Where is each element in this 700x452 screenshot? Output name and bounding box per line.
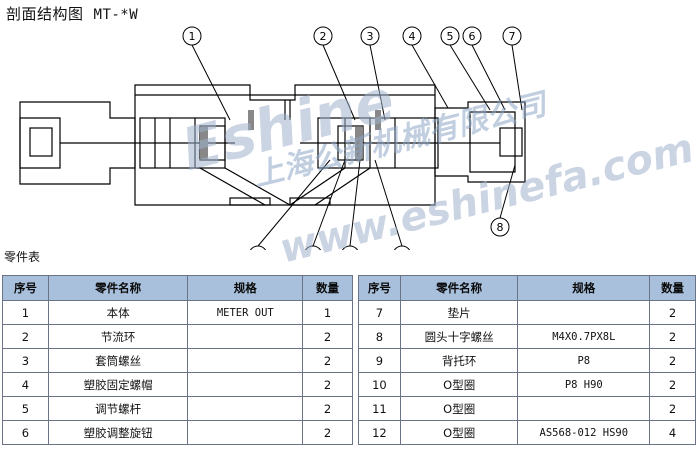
cell-name: 本体 [47,300,189,325]
callout-12: 12 [251,249,265,250]
header-no: 序号 [2,275,49,301]
cell-no: 8 [358,324,401,349]
cell-qty: 4 [649,420,696,445]
cell-qty: 2 [302,348,353,373]
parts-table-label: 零件表 [4,250,41,264]
cell-name: O型圈 [399,420,519,445]
cell-spec [187,324,304,349]
cell-no: 10 [358,372,401,397]
right-knob [469,111,516,173]
table-header-row: 序号 零件名称 规格 数量 [2,275,353,301]
cell-spec [187,372,304,397]
cell-qty: 1 [302,300,353,325]
cell-spec [517,396,651,421]
right-housing [434,101,526,183]
cell-qty: 2 [302,420,353,445]
cell-qty: 2 [302,372,353,397]
callout-3: 3 [367,30,374,43]
cell-no: 2 [2,324,49,349]
cell-no: 5 [2,396,49,421]
cell-qty: 2 [649,348,696,373]
cell-name: O型圈 [399,372,519,397]
callout-4: 4 [409,30,416,43]
cell-name: 圆头十字螺丝 [399,324,519,349]
callout-7: 7 [509,30,516,43]
left-knob [19,117,61,169]
flow-passage [199,167,371,206]
cell-no: 12 [358,420,401,445]
cell-no: 3 [2,348,49,373]
cell-qty: 2 [649,324,696,349]
cell-qty: 2 [649,372,696,397]
model-code: MT-*W [93,7,139,23]
cell-no: 4 [2,372,49,397]
cell-name: O型圈 [399,396,519,421]
callout-bubbles [182,26,522,250]
header-no: 序号 [358,275,401,301]
callout-10: 10 [343,249,357,250]
cell-spec [187,348,304,373]
left-housing [19,101,136,185]
page-title: 剖面结构图 MT-*W [6,3,138,24]
header-name: 零件名称 [47,275,189,301]
cell-spec [187,420,304,445]
header-name: 零件名称 [399,275,519,301]
table-header-row: 序号 零件名称 规格 数量 [358,275,696,301]
cell-qty: 2 [649,396,696,421]
header-spec: 规格 [187,275,304,301]
cell-no: 11 [358,396,401,421]
cell-qty: 2 [302,324,353,349]
cell-name: 塑胶调整旋钮 [47,420,189,445]
cell-name: 套筒螺丝 [47,348,189,373]
cell-qty: 2 [302,396,353,421]
cell-name: 节流环 [47,324,189,349]
callout-1: 1 [189,30,196,43]
cell-spec: METER OUT [187,300,304,325]
cell-name: 调节螺杆 [47,396,189,421]
cell-spec: AS568-012 HS90 [517,420,651,445]
callout-5: 5 [447,30,454,43]
callout-8: 8 [497,221,504,234]
cell-spec [517,300,651,325]
header-spec: 规格 [517,275,651,301]
cell-name: 塑胶固定螺帽 [47,372,189,397]
cell-no: 7 [358,300,401,325]
cell-no: 6 [2,420,49,445]
cell-spec: P8 H90 [517,372,651,397]
cell-spec [187,396,304,421]
section-drawing: 1 2 3 4 5 6 7 8 9 10 11 12 [19,26,526,250]
title-text: 剖面结构图 [6,5,84,23]
callout-11: 11 [306,249,320,250]
cell-name: 背托环 [399,348,519,373]
callout-6: 6 [469,30,476,43]
cell-qty: 2 [649,300,696,325]
header-qty: 数量 [302,275,353,301]
cell-no: 1 [2,300,49,325]
cell-spec: P8 [517,348,651,373]
cell-no: 9 [358,348,401,373]
header-qty: 数量 [649,275,696,301]
cell-name: 垫片 [399,300,519,325]
callout-9: 9 [399,249,406,250]
cell-spec: M4X0.7PX8L [517,324,651,349]
callout-2: 2 [320,30,327,43]
